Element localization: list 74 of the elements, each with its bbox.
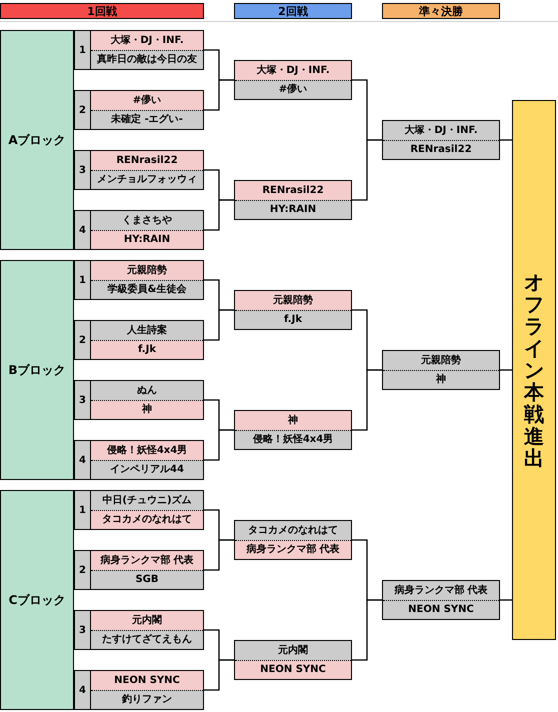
match-box: [382, 580, 500, 620]
team-slot: 元内閣: [91, 611, 203, 630]
match-box: [74, 210, 204, 250]
advance-label: オフライン本戦進出: [524, 271, 544, 469]
team-slot: f.Jk: [91, 340, 203, 359]
team-slot: 元内閣: [235, 641, 351, 660]
team-slot: タコカメのなれはて: [235, 521, 351, 540]
match-box: [74, 320, 204, 360]
team-slot: 病身ランクマ部 代表: [91, 551, 203, 570]
match-box: [234, 180, 352, 220]
match-box: [234, 60, 352, 100]
team-slot: RENrasil22: [383, 140, 499, 159]
bracket-line: [204, 79, 234, 111]
team-slot: 侵略！妖怪4x4男: [91, 441, 203, 460]
match-box: [382, 120, 500, 160]
bracket-line: [500, 139, 512, 141]
block-label: Cブロック: [8, 592, 66, 609]
match-box: [74, 550, 204, 590]
team-slot: 神: [91, 400, 203, 419]
round-header: 2回戦: [234, 3, 352, 19]
team-slot: RENrasil22: [91, 151, 203, 170]
block-label: Aブロック: [8, 132, 66, 149]
team-slot: #儚い: [91, 91, 203, 110]
match-box: [74, 490, 204, 530]
bracket-line: [204, 539, 234, 571]
block-panel: [0, 490, 74, 710]
bracket-line: [500, 599, 512, 601]
bracket-line: [500, 369, 512, 371]
match-box: [74, 150, 204, 190]
match-box: [74, 260, 204, 300]
match-box: [74, 440, 204, 480]
team-slot: 元親陪勢: [383, 351, 499, 370]
team-slot: 大塚・DJ・INF.: [383, 121, 499, 140]
team-slot: #儚い: [235, 80, 351, 99]
team-slot: HY:RAIN: [91, 230, 203, 249]
match-box: [74, 670, 204, 710]
team-slot: NEON SYNC: [235, 660, 351, 679]
team-slot: 大塚・DJ・INF.: [91, 31, 203, 50]
match-box: [234, 640, 352, 680]
match-box: [74, 380, 204, 420]
block-panel: [0, 260, 74, 480]
team-slot: 大塚・DJ・INF.: [235, 61, 351, 80]
bracket-line: [204, 429, 234, 461]
match-box: [234, 520, 352, 560]
block-label: Bブロック: [8, 362, 66, 379]
bracket-line: [352, 139, 382, 201]
team-slot: HY:RAIN: [235, 200, 351, 219]
team-slot: RENrasil22: [235, 181, 351, 200]
team-slot: NEON SYNC: [383, 600, 499, 619]
team-slot: NEON SYNC: [91, 671, 203, 690]
match-box: [382, 350, 500, 390]
bracket-line: [204, 659, 234, 691]
match-box: [234, 410, 352, 450]
match-box: [234, 290, 352, 330]
team-slot: 病身ランクマ部 代表: [383, 581, 499, 600]
bracket-line: [204, 309, 234, 341]
team-slot: タコカメのなれはて: [91, 510, 203, 529]
match-box: [74, 30, 204, 70]
advance-banner: [512, 100, 556, 640]
round-header: 1回戦: [0, 3, 204, 19]
round-header: 準々決勝: [382, 3, 500, 19]
bracket-line: [352, 599, 382, 661]
block-panel: [0, 30, 74, 250]
team-slot: 神: [235, 411, 351, 430]
team-slot: 侵略！妖怪4x4男: [235, 430, 351, 449]
team-slot: 病身ランクマ部 代表: [235, 540, 351, 559]
team-slot: f.Jk: [235, 310, 351, 329]
bracket-line: [352, 369, 382, 431]
bracket-line: [204, 199, 234, 231]
team-slot: 元親陪勢: [235, 291, 351, 310]
team-slot: 神: [383, 370, 499, 389]
match-box: [74, 90, 204, 130]
match-box: [74, 610, 204, 650]
team-slot: 元親陪勢: [91, 261, 203, 280]
